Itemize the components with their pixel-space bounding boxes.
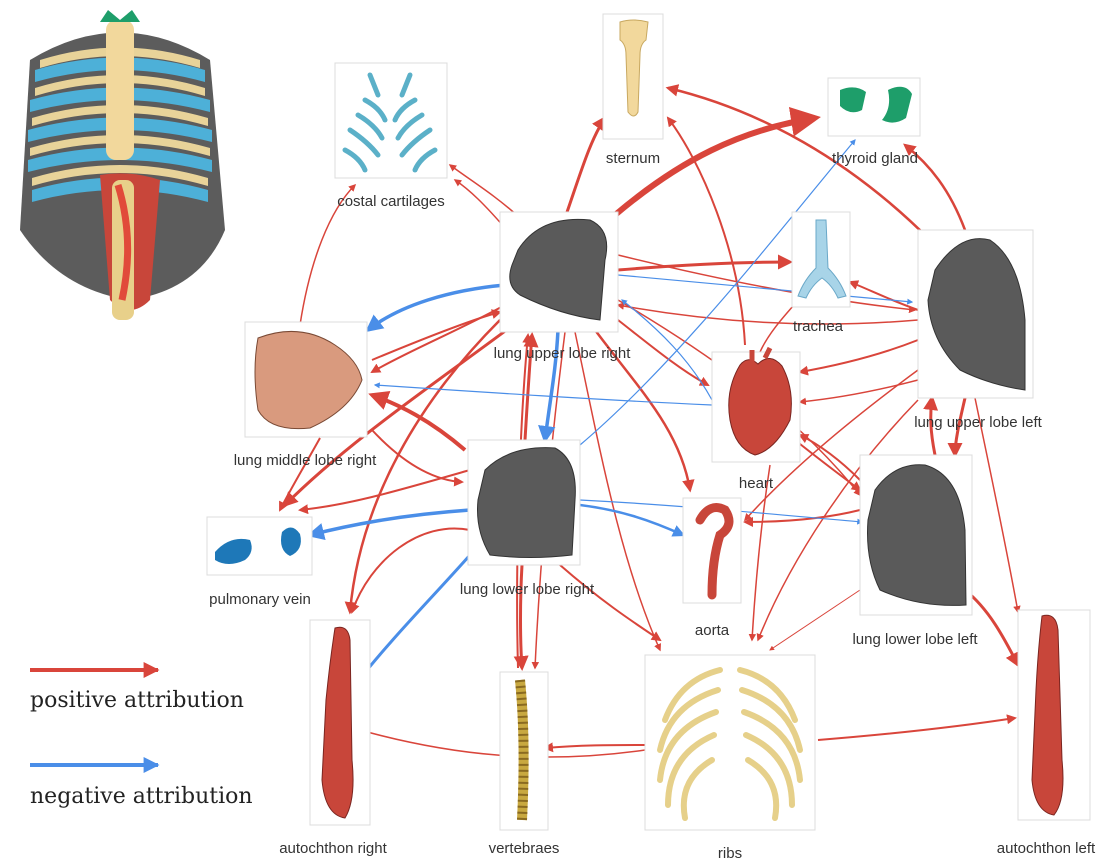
node-thyroid-gland: thyroid gland xyxy=(828,78,920,167)
edge-middle-lur xyxy=(372,312,500,360)
edge-heart-lll xyxy=(795,440,860,490)
node-trachea: trachea xyxy=(792,212,850,335)
edge-lur-costal xyxy=(450,165,520,218)
node-lung-lower-lobe-left: lung lower lobe left xyxy=(852,455,978,648)
label-ribs: ribs xyxy=(718,845,742,861)
edge-llr-pulm-neg xyxy=(310,510,470,535)
edge-lll-autoL xyxy=(965,590,1018,665)
edge-lur-trachea xyxy=(618,262,790,270)
label-costal-cartilages: costal cartilages xyxy=(337,193,445,210)
node-lung-upper-lobe-left: lung upper lobe left xyxy=(914,230,1042,431)
edge-llr-aorta-neg xyxy=(580,505,683,535)
legend-negative-label: negative attribution xyxy=(30,784,253,809)
edge-llr-pulm xyxy=(300,470,470,510)
node-lung-upper-lobe-right: lung upper lobe right xyxy=(494,212,632,362)
node-autochthon-right: autochthon right xyxy=(279,620,387,857)
label-aorta: aorta xyxy=(695,622,730,639)
torso-overview-icon xyxy=(20,10,225,320)
edge-llr-autoR xyxy=(352,528,470,612)
label-pulmonary-vein: pulmonary vein xyxy=(209,591,311,608)
edge-lur-middle-neg xyxy=(368,285,505,330)
edge-lll-ribs xyxy=(770,590,860,650)
edge-heart-middle-neg xyxy=(375,385,712,405)
legend-positive-label: positive attribution xyxy=(30,688,244,713)
label-lung-lower-lobe-right: lung lower lobe right xyxy=(460,581,595,598)
vertebrae-icon xyxy=(520,680,524,820)
label-lung-upper-lobe-left: lung upper lobe left xyxy=(914,414,1042,431)
label-lung-middle-lobe-right: lung middle lobe right xyxy=(234,452,377,469)
label-autochthon-right: autochthon right xyxy=(279,840,387,857)
node-autochthon-left: autochthon left xyxy=(997,610,1096,857)
node-sternum: sternum xyxy=(603,14,663,167)
label-thyroid-gland: thyroid gland xyxy=(832,150,918,167)
label-sternum: sternum xyxy=(606,150,660,167)
label-vertebraes: vertebraes xyxy=(489,840,560,857)
node-pulmonary-vein: pulmonary vein xyxy=(207,517,312,608)
edge-ribs-autoL xyxy=(818,718,1015,740)
node-vertebraes: vertebraes xyxy=(489,672,560,857)
node-ribs: ribs xyxy=(645,655,815,861)
edge-middle-pulm xyxy=(280,438,320,510)
label-lung-lower-lobe-left: lung lower lobe left xyxy=(852,631,978,648)
edge-lul-heart xyxy=(800,340,918,372)
legend: positive attribution negative attributio… xyxy=(30,670,253,809)
label-autochthon-left: autochthon left xyxy=(997,840,1096,857)
label-trachea: trachea xyxy=(793,318,844,335)
lung-icon xyxy=(478,448,576,558)
edge-llr-ribs xyxy=(560,565,660,640)
edge-ribs-vert xyxy=(545,745,645,748)
edge-lur-ribs xyxy=(575,332,660,650)
node-lung-middle-lobe-right: lung middle lobe right xyxy=(234,322,377,469)
lung-icon xyxy=(868,465,967,606)
node-heart: heart xyxy=(712,348,800,492)
edge-lul-lur xyxy=(618,305,918,324)
label-lung-upper-lobe-right: lung upper lobe right xyxy=(494,345,632,362)
label-heart: heart xyxy=(739,475,774,492)
node-aorta: aorta xyxy=(683,498,741,639)
edge-lur-sternum xyxy=(565,118,605,218)
node-lung-lower-lobe-right: lung lower lobe right xyxy=(460,440,595,598)
